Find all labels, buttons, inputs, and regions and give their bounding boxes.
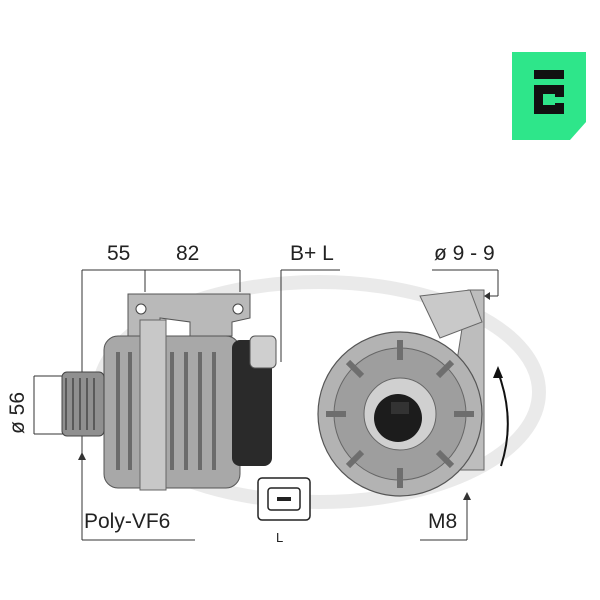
pulley-diameter-label: ø 56	[6, 391, 29, 434]
pulley-type-label: Poly-VF6	[84, 510, 171, 533]
era-e-logo-icon	[512, 52, 586, 140]
dimension-d1: 55	[107, 242, 131, 265]
connector-label: L	[276, 530, 284, 545]
terminals-label: B+ L	[290, 242, 334, 265]
bolt-diameter-label: ø 9 - 9	[434, 242, 495, 265]
connector-plug-icon	[257, 477, 311, 521]
dimension-d2: 82	[176, 242, 200, 265]
rotation-arrow-icon	[493, 366, 509, 467]
thread-label: M8	[428, 510, 458, 533]
alternator-rear-view-icon	[317, 289, 485, 497]
alternator-side-view-icon	[61, 293, 277, 491]
